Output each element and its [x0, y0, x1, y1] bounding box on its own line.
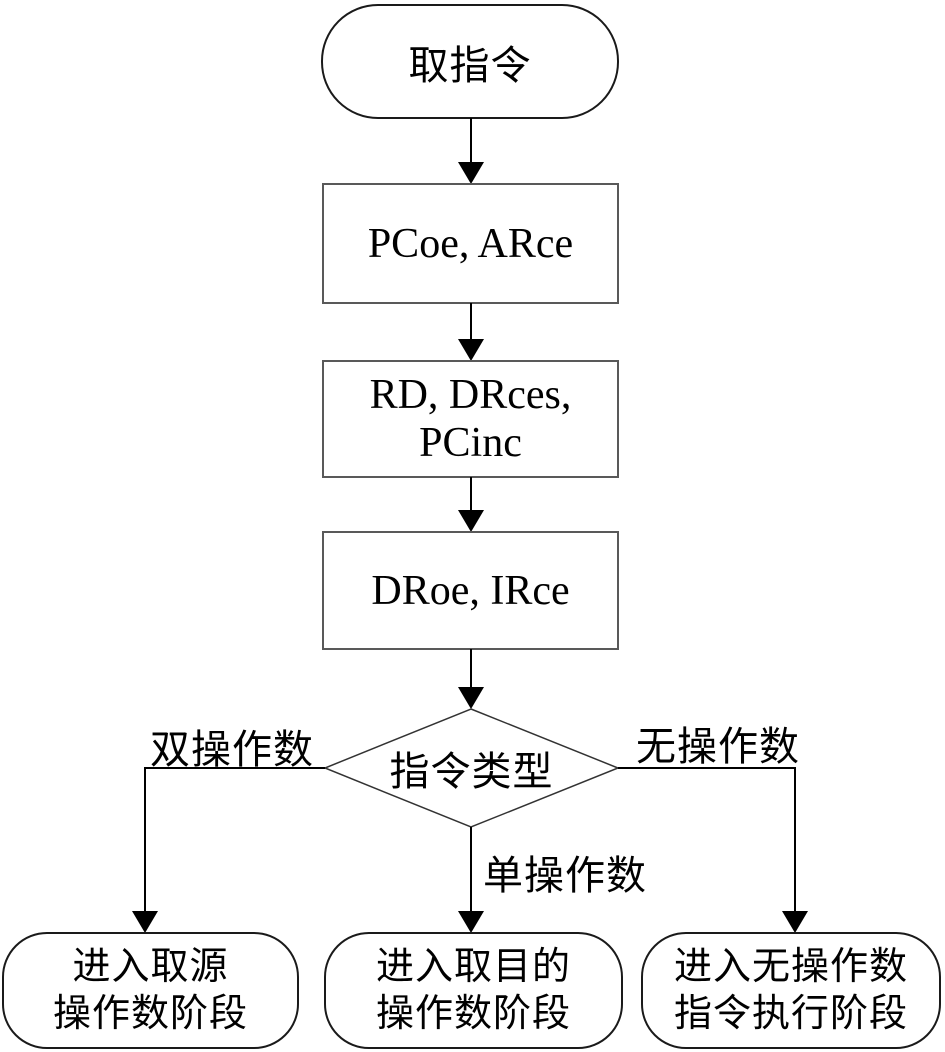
terminal-left-label: 进入取源 操作数阶段 [3, 933, 298, 1048]
decision-text: 指令类型 [389, 749, 554, 794]
process-step2-text-line2: PCinc [419, 420, 522, 466]
branch-label-left: 双操作数 [150, 727, 314, 772]
arrowhead-branch-right [782, 911, 808, 933]
terminal-middle-text-line2: 操作数阶段 [375, 992, 571, 1035]
process-step1-label: PCoe, ARce [323, 184, 618, 303]
terminal-right-label: 进入无操作数 指令执行阶段 [642, 933, 940, 1048]
connector-branch-left [144, 767, 325, 912]
terminal-middle-text-line1: 进入取目的 [375, 945, 571, 988]
arrowhead-step3-decision [458, 687, 484, 709]
connector-branch-right [618, 767, 796, 912]
process-step2-text-line1: RD, DRces, [369, 372, 572, 418]
terminal-right-shape [641, 932, 941, 1049]
arrowhead-step2-step3 [458, 510, 484, 532]
process-step2-label: RD, DRces, PCinc [323, 361, 618, 477]
terminal-middle-label: 进入取目的 操作数阶段 [325, 933, 622, 1048]
process-step3-text: DRoe, IRce [371, 567, 570, 614]
process-step1-text: PCoe, ARce [367, 220, 574, 267]
arrowhead-branch-left [132, 911, 158, 933]
arrowhead-step1-step2 [458, 339, 484, 361]
terminal-left-text-line2: 操作数阶段 [52, 992, 248, 1035]
terminal-right-text-line1: 进入无操作数 [673, 945, 908, 988]
arrowhead-branch-middle [458, 911, 484, 933]
branch-label-right: 无操作数 [636, 724, 800, 769]
terminal-right-text-line2: 指令执行阶段 [673, 992, 908, 1035]
decision-label: 指令类型 [325, 709, 618, 827]
process-step3-label: DRoe, IRce [323, 532, 618, 649]
process-box-step3 [322, 531, 619, 650]
terminal-left-shape [2, 932, 299, 1049]
branch-label-middle: 单操作数 [483, 853, 647, 898]
start-terminal-label: 取指令 [322, 5, 618, 118]
process-box-step1 [322, 183, 619, 304]
start-terminal-text: 取指令 [408, 42, 532, 88]
arrowhead-start-step1 [458, 162, 484, 184]
terminal-left-text-line1: 进入取源 [72, 945, 229, 988]
terminal-middle-shape [324, 932, 623, 1049]
